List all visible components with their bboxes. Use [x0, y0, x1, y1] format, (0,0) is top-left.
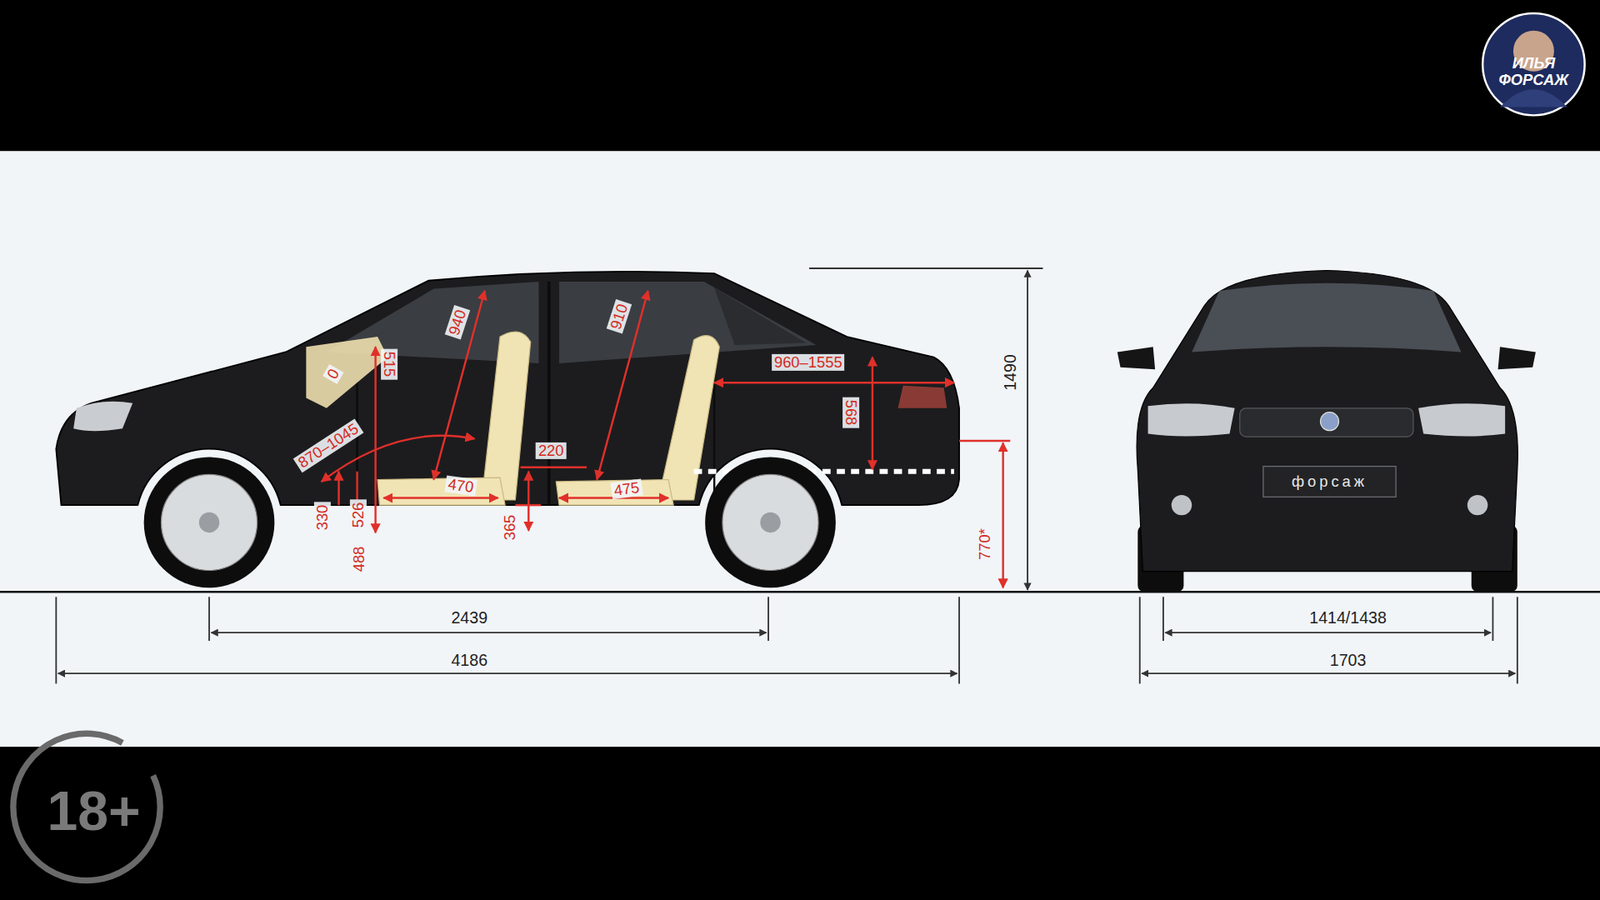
interior-dimension-lines [527, 471, 530, 531]
interior-dimension-lines [959, 440, 1010, 442]
dimension-label: 526 [350, 500, 367, 531]
age-rating: 18+ [45, 780, 144, 842]
loading-height: 770* [976, 525, 994, 563]
wheelbase: 2439 [448, 609, 490, 628]
car-side-view [55, 271, 960, 588]
car-side-view [898, 385, 948, 409]
track-width: 1414/1438 [1306, 609, 1390, 628]
car-side-view [199, 512, 220, 533]
interior-dimension-lines [714, 381, 955, 384]
dimension-label: 330 [314, 501, 331, 533]
car-front-view [1148, 403, 1235, 436]
interior-dimension-lines [374, 346, 376, 533]
exterior-dimension-lines [210, 631, 766, 634]
exterior-dimension-lines [809, 267, 1043, 270]
bars [0, 150, 1600, 747]
car-side-view [714, 287, 806, 345]
overall-length: 4186 [448, 652, 490, 671]
car-side-view [377, 477, 505, 505]
car-side-view [481, 331, 531, 500]
seat-length: 470 [445, 475, 478, 496]
interior-dimension-lines [515, 504, 541, 506]
interior-dimension-lines [337, 471, 340, 505]
bars [0, 0, 1600, 151]
car-front-view [1117, 270, 1536, 592]
license-plate: форсаж [1289, 473, 1370, 490]
interior-dimension-lines [355, 471, 358, 500]
exterior-dimension-lines [958, 596, 960, 684]
interior-dimension-lines [433, 290, 485, 480]
car-front-view [1467, 495, 1488, 515]
car-front-view [1498, 346, 1536, 370]
ground-line [0, 591, 1600, 593]
trunk-height: 568 [842, 396, 860, 428]
exterior-dimension-lines [58, 672, 958, 675]
car-side-view [73, 401, 133, 432]
interior-dimension-lines [871, 357, 874, 470]
legroom-front: 870–1045 [293, 419, 365, 474]
logo-badge [1500, 89, 1568, 107]
logo-badge [1482, 13, 1585, 115]
exterior-dimension-lines [1516, 596, 1519, 684]
interior-dimension-lines [596, 290, 648, 480]
seat-length: 475 [610, 478, 643, 500]
channel-logo: ИЛЬЯ ФОРСАЖ [1489, 55, 1578, 89]
car-side-view [160, 474, 257, 570]
car-side-view [547, 281, 551, 505]
bars [0, 746, 1600, 900]
car-front-view [1240, 408, 1414, 437]
car-side-view [658, 335, 720, 500]
age-badge [13, 733, 160, 880]
headroom-front: 940 [444, 305, 470, 340]
exterior-dimension-lines [1162, 596, 1165, 641]
exterior-dimension-lines [1026, 270, 1029, 590]
interior-dimension-lines [1001, 442, 1004, 588]
headroom-rear: 910 [606, 299, 633, 334]
overall-width: 1703 [1327, 652, 1370, 671]
exterior-dimension-lines [208, 596, 210, 641]
exterior-dimension-lines [1165, 631, 1491, 634]
car-front-view [1263, 466, 1396, 498]
dimension-label: 0 [323, 364, 345, 385]
trunk-length: 960–1555 [771, 354, 845, 371]
car-front-view [1418, 403, 1505, 436]
overall-height: 1490 [1002, 351, 1021, 394]
exterior-dimension-lines [55, 596, 57, 684]
interior-dimension-lines [520, 466, 587, 469]
exterior-dimension-lines [1139, 596, 1141, 684]
dimension-label: 365 [501, 512, 519, 544]
car-front-view [1320, 412, 1339, 431]
car-front-view [1191, 283, 1461, 353]
ground-line [0, 590, 1600, 593]
age-badge [13, 733, 160, 880]
exterior-dimension-lines [767, 596, 770, 641]
exterior-dimension-lines [1492, 596, 1495, 641]
car-side-view [760, 512, 780, 533]
interior-dimension-lines [383, 496, 498, 499]
exterior-dimension-lines [55, 268, 1517, 684]
car-front-view [1136, 270, 1518, 571]
car-front-view [1171, 495, 1192, 515]
car-side-view [722, 474, 819, 570]
interior-dimension-lines [321, 290, 1011, 588]
dimension-label: 515 [380, 349, 397, 380]
car-front-view [1117, 346, 1155, 370]
car-side-view [705, 457, 836, 589]
exterior-dimension-lines [1141, 672, 1515, 675]
car-side-view [144, 457, 275, 589]
dimension-label: 220 [535, 442, 567, 460]
car-side-view [559, 281, 817, 364]
logo-badge [1482, 13, 1585, 115]
dimension-label: 488 [350, 544, 368, 575]
